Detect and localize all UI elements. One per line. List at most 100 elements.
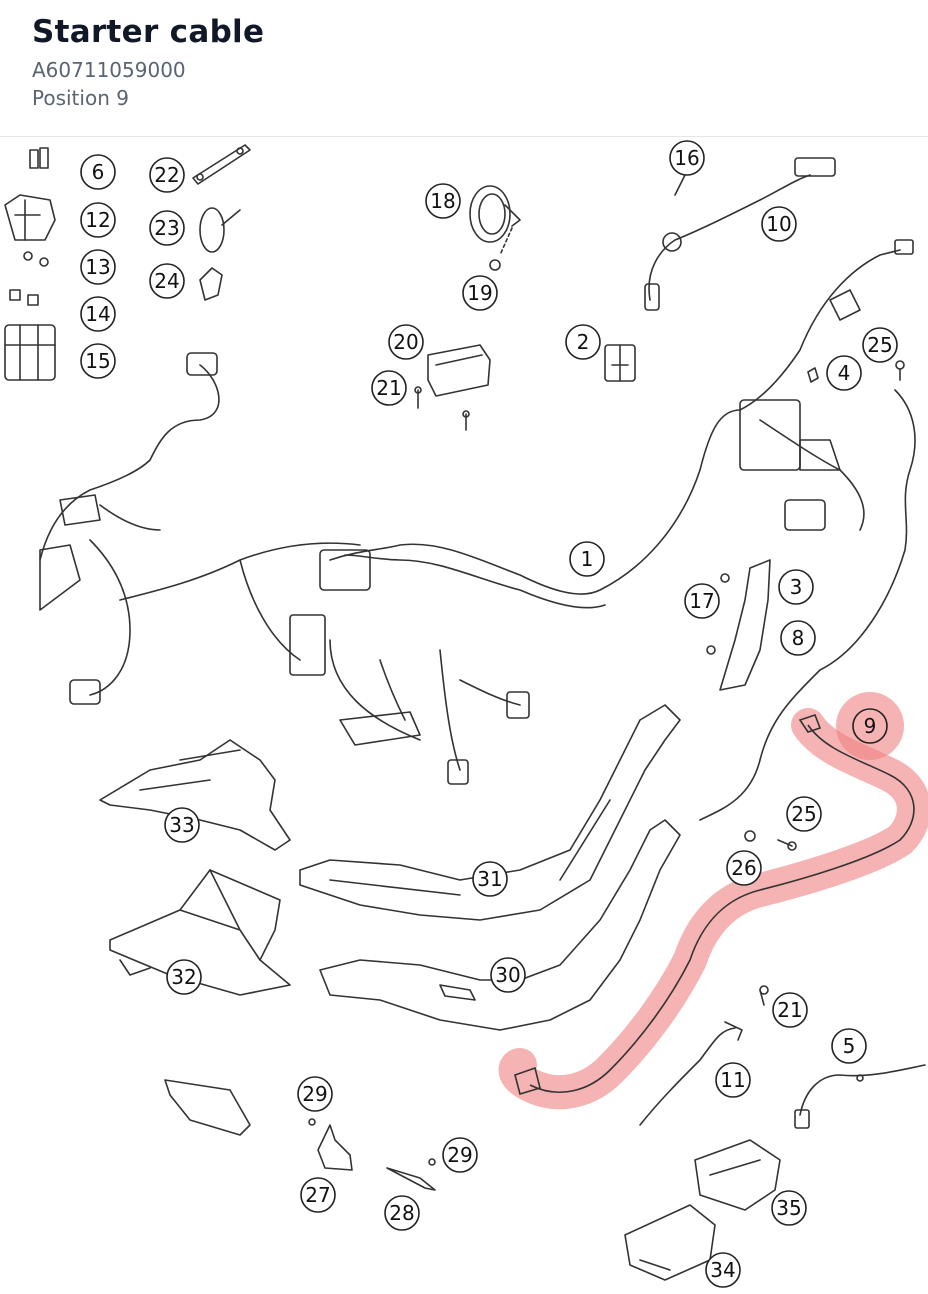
callout-circle xyxy=(384,1195,420,1231)
callout-28[interactable]: 28 xyxy=(384,1195,420,1231)
callout-circle xyxy=(442,1137,478,1173)
callout-number: 9 xyxy=(864,714,877,738)
callout-circle xyxy=(772,992,808,1028)
callout-circle xyxy=(80,343,116,379)
callout-circle xyxy=(472,861,508,897)
callout-circle xyxy=(166,959,202,995)
sensor-cable-part-10 xyxy=(644,157,836,311)
callout-26[interactable]: 26 xyxy=(726,850,762,886)
callout-circle xyxy=(771,1190,807,1226)
callout-circle xyxy=(297,1076,333,1112)
bolt-part-25-mid xyxy=(777,839,797,851)
callout-number: 24 xyxy=(154,269,179,293)
callout-number: 35 xyxy=(776,1196,801,1220)
callout-25[interactable]: 25 xyxy=(786,796,822,832)
callout-number: 13 xyxy=(85,255,110,279)
callout-6[interactable]: 6 xyxy=(80,154,116,190)
callout-30[interactable]: 30 xyxy=(490,957,526,993)
callout-circle xyxy=(149,210,185,246)
callout-20[interactable]: 20 xyxy=(388,324,424,360)
callout-17[interactable]: 17 xyxy=(684,583,720,619)
callout-number: 10 xyxy=(766,212,791,236)
callout-circle xyxy=(490,957,526,993)
callout-number: 16 xyxy=(674,146,699,170)
callout-number: 25 xyxy=(867,333,892,357)
callout-circle xyxy=(80,296,116,332)
callout-9[interactable]: 9 xyxy=(852,708,888,744)
callout-25[interactable]: 25 xyxy=(862,327,898,363)
callout-16[interactable]: 16 xyxy=(669,140,705,176)
callout-number: 31 xyxy=(477,867,502,891)
callout-circle xyxy=(300,1177,336,1213)
callout-circle xyxy=(80,249,116,285)
callout-8[interactable]: 8 xyxy=(780,620,816,656)
fuse-part-4 xyxy=(807,367,819,383)
starter-cable-highlight xyxy=(498,692,928,1110)
fuse-part-14 xyxy=(9,289,39,306)
holder-plate-part-22 xyxy=(192,144,251,185)
callout-33[interactable]: 33 xyxy=(164,807,200,843)
callout-circle xyxy=(831,1028,867,1064)
callout-5[interactable]: 5 xyxy=(831,1028,867,1064)
bolt-part-25-top xyxy=(895,360,905,381)
nut-part-13 xyxy=(23,251,49,267)
callout-circle xyxy=(425,183,461,219)
callout-23[interactable]: 23 xyxy=(149,210,185,246)
callout-number: 2 xyxy=(577,330,590,354)
callout-number: 34 xyxy=(710,1258,735,1282)
callout-circle xyxy=(726,850,762,886)
callout-2[interactable]: 2 xyxy=(565,324,601,360)
callout-circle xyxy=(569,541,605,577)
part-number: A60711059000 xyxy=(32,58,186,82)
callout-circle xyxy=(786,796,822,832)
control-module-part-34 xyxy=(624,1204,716,1281)
callout-10[interactable]: 10 xyxy=(761,206,797,242)
clip-part-24 xyxy=(199,267,223,301)
washer-part-26 xyxy=(744,830,756,842)
callout-number: 22 xyxy=(154,163,179,187)
callout-15[interactable]: 15 xyxy=(80,343,116,379)
callout-circle xyxy=(149,157,185,193)
callout-14[interactable]: 14 xyxy=(80,296,116,332)
callout-29[interactable]: 29 xyxy=(442,1137,478,1173)
cable-part-11 xyxy=(639,1021,743,1126)
callout-21[interactable]: 21 xyxy=(772,992,808,1028)
callout-18[interactable]: 18 xyxy=(425,183,461,219)
callout-number: 3 xyxy=(790,575,803,599)
callout-19[interactable]: 19 xyxy=(462,275,498,311)
callout-29[interactable]: 29 xyxy=(297,1076,333,1112)
callout-34[interactable]: 34 xyxy=(705,1252,741,1288)
callout-number: 4 xyxy=(838,361,851,385)
callout-1[interactable]: 1 xyxy=(569,541,605,577)
callout-circle xyxy=(388,324,424,360)
callout-27[interactable]: 27 xyxy=(300,1177,336,1213)
callout-circle xyxy=(826,355,862,391)
callout-24[interactable]: 24 xyxy=(149,263,185,299)
callout-number: 29 xyxy=(447,1143,472,1167)
callout-11[interactable]: 11 xyxy=(715,1062,751,1098)
callout-3[interactable]: 3 xyxy=(778,569,814,605)
callout-12[interactable]: 12 xyxy=(80,202,116,238)
callout-13[interactable]: 13 xyxy=(80,249,116,285)
callout-circle xyxy=(669,140,705,176)
callout-number: 1 xyxy=(581,547,594,571)
callout-circle xyxy=(149,263,185,299)
callout-number: 19 xyxy=(467,281,492,305)
callout-32[interactable]: 32 xyxy=(166,959,202,995)
callout-31[interactable]: 31 xyxy=(472,861,508,897)
callout-22[interactable]: 22 xyxy=(149,157,185,193)
fuse-holder-part-6 xyxy=(29,147,49,169)
bracket-part-3-8 xyxy=(706,559,771,691)
callout-21[interactable]: 21 xyxy=(371,370,407,406)
callout-circle xyxy=(565,324,601,360)
callout-35[interactable]: 35 xyxy=(771,1190,807,1226)
relay-box-part-15 xyxy=(4,324,56,381)
callout-circle xyxy=(371,370,407,406)
callout-number: 8 xyxy=(792,626,805,650)
callout-circle xyxy=(715,1062,751,1098)
callout-4[interactable]: 4 xyxy=(826,355,862,391)
callout-number: 29 xyxy=(302,1082,327,1106)
callout-number: 5 xyxy=(843,1034,856,1058)
